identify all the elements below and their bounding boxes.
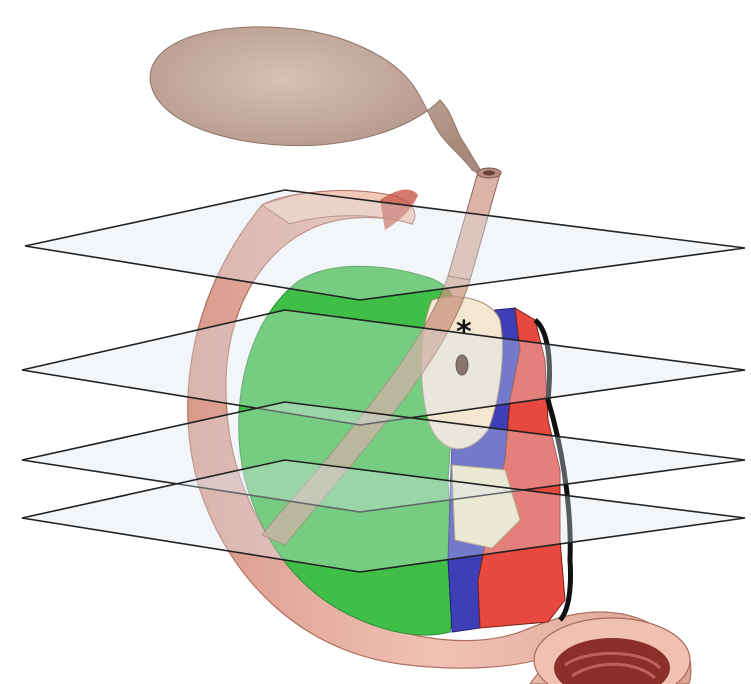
gallbladder: [150, 27, 484, 176]
section-plane-1: [25, 190, 745, 300]
section-plane-2: [22, 310, 745, 425]
asterisk-marker: *: [456, 318, 472, 348]
